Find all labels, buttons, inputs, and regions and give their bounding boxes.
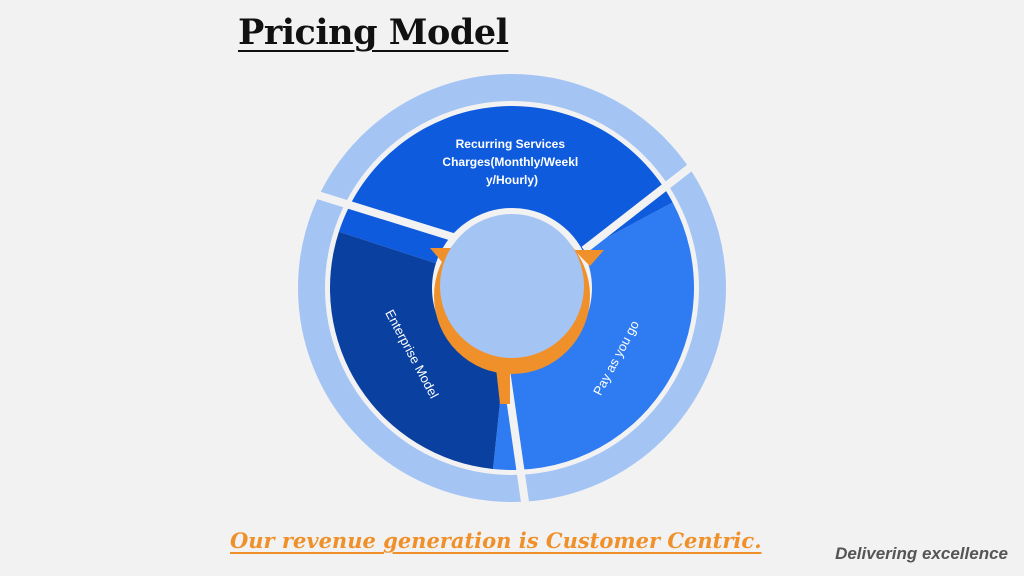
- footer-brand: Delivering excellence: [835, 544, 1008, 563]
- hub-arrow-right: [574, 250, 604, 266]
- tagline: Our revenue generation is Customer Centr…: [230, 528, 762, 553]
- gap-top-right: [581, 162, 695, 254]
- hub-circle: [440, 214, 584, 358]
- segment-enterprise: [329, 231, 504, 470]
- hub-arrow-bottom: [496, 368, 510, 404]
- outer-ring: [298, 74, 726, 502]
- recurring-label: Recurring Services Charges(Monthly/Weekl…: [442, 137, 581, 187]
- segment-pay-as-you-go: [492, 202, 695, 470]
- gap-top-left: [309, 189, 458, 242]
- slide-title: Pricing Model: [238, 12, 509, 53]
